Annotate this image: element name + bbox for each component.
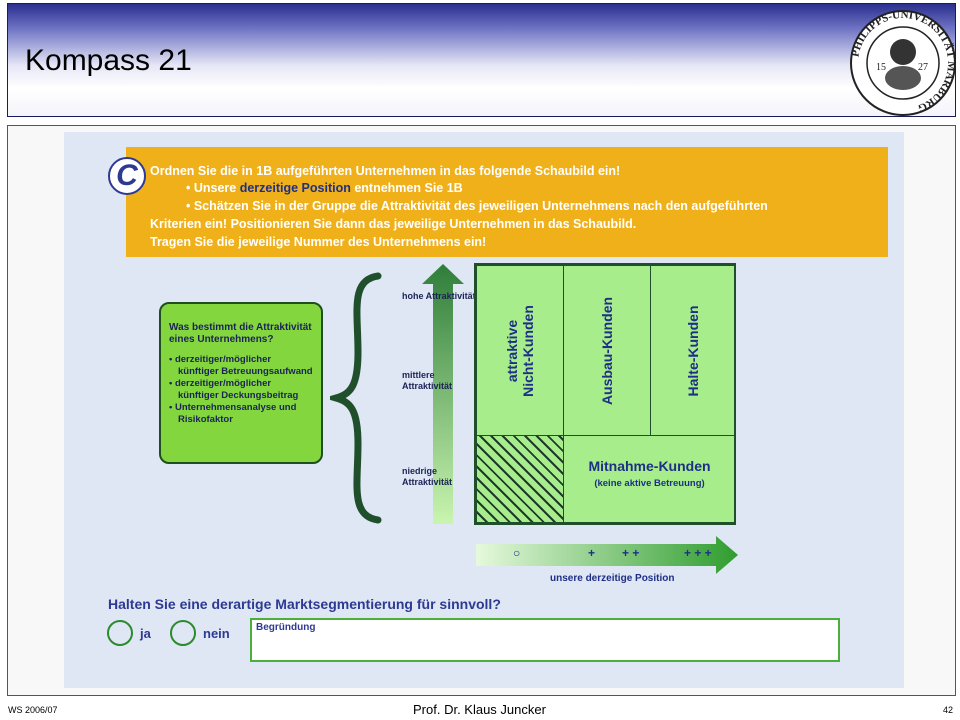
axis-label-low: niedrige Attraktivität [402,466,453,487]
section-c-badge: C [108,157,146,195]
cell-ausbau-kunden: Ausbau-Kunden [563,265,651,436]
yes-label: ja [140,626,151,641]
position-caption: unsere derzeitige Position [550,573,675,584]
instruction-banner [126,147,888,257]
footer-semester: WS 2006/07 [8,705,58,715]
position-arrow-icon [476,536,738,574]
cell-label-line: attraktive [504,319,520,382]
criteria-item: • derzeitiger/möglicher künftiger Betreu… [169,354,313,377]
university-seal-icon: PHILIPPS-UNIVERSITÄT MARBURG 15 27 [849,9,957,116]
segmentation-matrix: attraktive Nicht-Kunden Ausbau-Kunden Ha… [474,263,736,525]
criteria-item: • Unternehmensanalyse und Risikofaktor [169,402,297,425]
position-level-3: + + + [684,546,712,560]
cell-label: Halte-Kunden [685,305,701,396]
banner-line-2: • Unsere derzeitige Position entnehmen S… [186,181,463,195]
slide-title: Kompass 21 [25,44,192,77]
slide-header: Kompass 21 PHILIPPS-UNIVERSITÄT MARBURG … [7,3,957,117]
position-level-0: ○ [513,546,521,560]
cell-label: attraktive Nicht-Kunden [504,305,536,397]
cell-label: Ausbau-Kunden [599,296,615,405]
footer-author: Prof. Dr. Klaus Juncker [413,702,546,717]
cell-label: Mitnahme-Kunden [588,458,711,474]
banner-line-1: Ordnen Sie die in 1B aufgeführten Untern… [150,164,621,178]
position-level-1: + [588,546,596,560]
banner-line-5: Tragen Sie die jeweilige Nummer des Unte… [150,235,487,249]
attractiveness-criteria-box: Was bestimmt die Attraktivität eines Unt… [159,302,323,464]
cell-attraktive-nicht-kunden: attraktive Nicht-Kunden [476,265,564,436]
curly-brace-icon [330,272,382,524]
no-radio[interactable] [170,620,196,646]
attractiveness-arrow-icon [422,264,464,524]
criteria-item: • derzeitiger/möglicher künftiger Deckun… [169,378,299,401]
seal-year-left: 15 [876,62,886,73]
cell-mitnahme-kunden: Mitnahme-Kunden (keine aktive Betreuung) [563,435,736,523]
cell-sublabel: (keine aktive Betreuung) [594,478,705,489]
no-label: nein [203,626,230,641]
segmentation-question: Halten Sie eine derartige Marktsegmentie… [108,596,501,612]
reason-textbox[interactable]: Begründung [250,618,840,662]
banner-line-2-pre: • Unsere [186,181,240,195]
axis-label-mid: mittlere Attraktivität [402,370,453,391]
seal-year-right: 27 [918,62,928,73]
banner-highlight: derzeitige Position [239,181,351,195]
position-level-2: + + [622,546,640,560]
reason-label: Begründung [256,622,316,633]
cell-label-line: Nicht-Kunden [520,304,536,397]
criteria-title: Was bestimmt die Attraktivität eines Unt… [169,322,312,345]
banner-line-3: • Schätzen Sie in der Gruppe die Attrakt… [186,199,768,213]
footer-page-number: 42 [943,705,954,715]
banner-line-4: Kriterien ein! Positionieren Sie dann da… [150,217,637,231]
banner-line-2-post: entnehmen Sie 1B [350,181,463,195]
cell-halte-kunden: Halte-Kunden [650,265,736,436]
axis-label-high: hohe Attraktivität [402,291,476,301]
yes-radio[interactable] [107,620,133,646]
cell-hatched [476,435,564,523]
